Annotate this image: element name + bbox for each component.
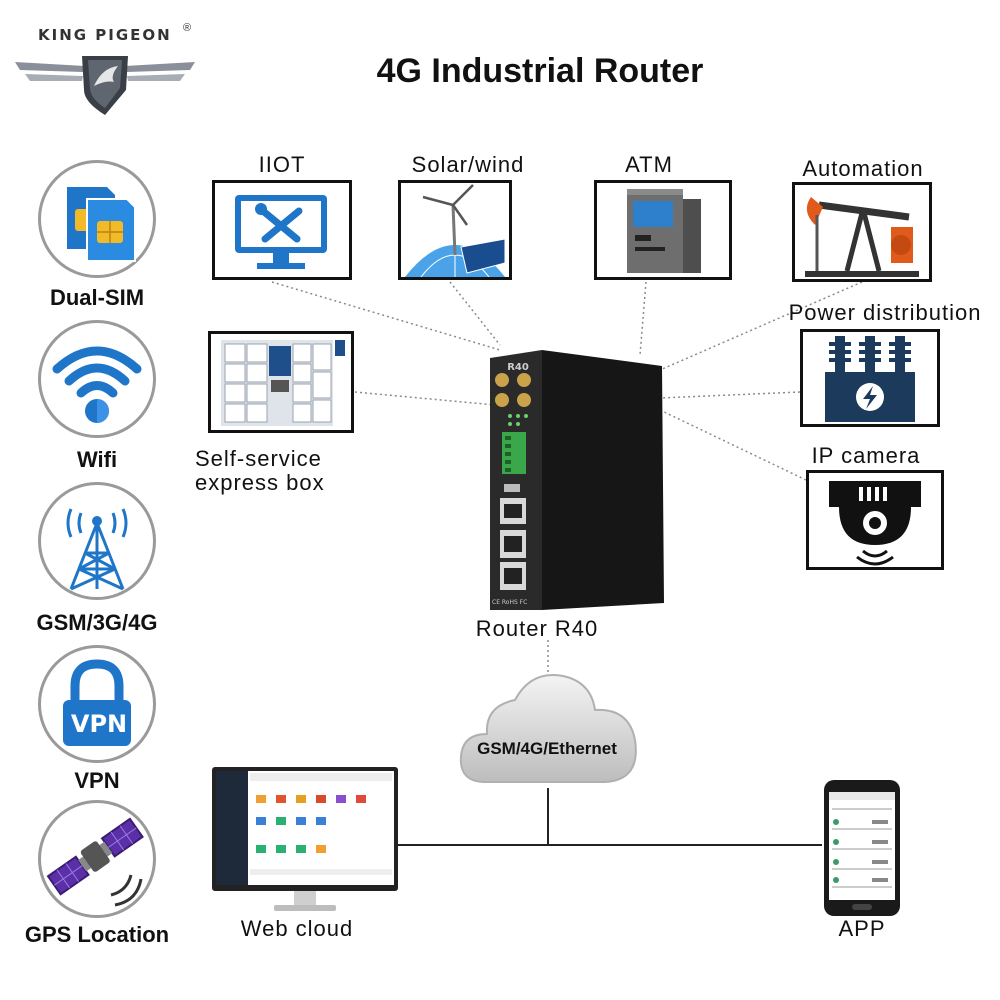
power-box <box>800 329 940 427</box>
feature-label: GSM/3G/4G <box>36 610 158 635</box>
wind-solar-icon <box>405 184 506 278</box>
router-label: Router R40 <box>475 616 599 641</box>
dual-sim-icon <box>67 187 136 262</box>
automation-box <box>792 182 932 282</box>
solar-box <box>398 180 512 280</box>
brand-logo <box>10 20 200 120</box>
gsm-feature <box>38 482 156 600</box>
router-cert-marks: CE RoHS FC <box>492 599 527 606</box>
feature-label: Dual-SIM <box>49 285 145 310</box>
web-cloud-monitor <box>210 765 400 915</box>
feature-label: GPS Location <box>24 922 170 947</box>
ip-camera-icon <box>829 481 921 566</box>
network-cloud <box>455 660 645 790</box>
iiot-label: IIOT <box>258 152 306 177</box>
app-label: APP <box>838 916 886 941</box>
wifi-icon <box>52 346 142 423</box>
dual-sim-feature <box>38 160 156 278</box>
monitor-dashboard-icon <box>212 767 398 911</box>
router-model: R40 <box>507 362 529 373</box>
router-r40-graphic: R40 CE RoHS FC <box>490 350 664 610</box>
pump-jack-icon <box>805 197 919 277</box>
router-device: R40 CE RoHS FC <box>488 348 668 613</box>
page-title: 4G Industrial Router <box>376 52 704 90</box>
solar-label: Solar/wind <box>411 152 525 177</box>
pigeon-shield-icon <box>15 56 195 115</box>
cell-tower-icon <box>66 508 128 591</box>
feature-label: VPN <box>74 768 120 793</box>
vpn-badge-text: VPN <box>71 710 127 738</box>
vpn-feature: VPN <box>38 645 156 763</box>
wifi-feature <box>38 320 156 438</box>
brand-name: KING PIGEON <box>38 26 172 44</box>
iiot-box <box>212 180 352 280</box>
satellite-icon <box>46 817 144 907</box>
automation-label: Automation <box>802 156 924 181</box>
express-label-line2: express box <box>195 470 325 495</box>
cloud-label: GSM/4G/Ethernet <box>477 739 617 758</box>
cloud-icon <box>459 674 637 783</box>
transformer-icon <box>825 336 915 422</box>
atm-box <box>594 180 732 280</box>
atm-label: ATM <box>625 152 673 177</box>
camera-label: IP camera <box>811 443 921 468</box>
registered-mark: ® <box>183 22 192 34</box>
web-cloud-label: Web cloud <box>240 916 354 941</box>
locker-icon <box>221 340 345 426</box>
gps-feature <box>38 800 156 918</box>
phone-app-icon <box>824 780 900 916</box>
express-box <box>208 331 354 433</box>
power-label: Power distribution <box>788 300 982 325</box>
app-phone <box>822 778 902 918</box>
atm-machine-icon <box>627 189 701 273</box>
vpn-lock-icon: VPN <box>63 659 131 746</box>
feature-label: Wifi <box>76 447 118 472</box>
camera-box <box>806 470 944 570</box>
monitor-tools-icon <box>235 195 327 269</box>
express-label-line1: Self-service <box>195 446 322 471</box>
